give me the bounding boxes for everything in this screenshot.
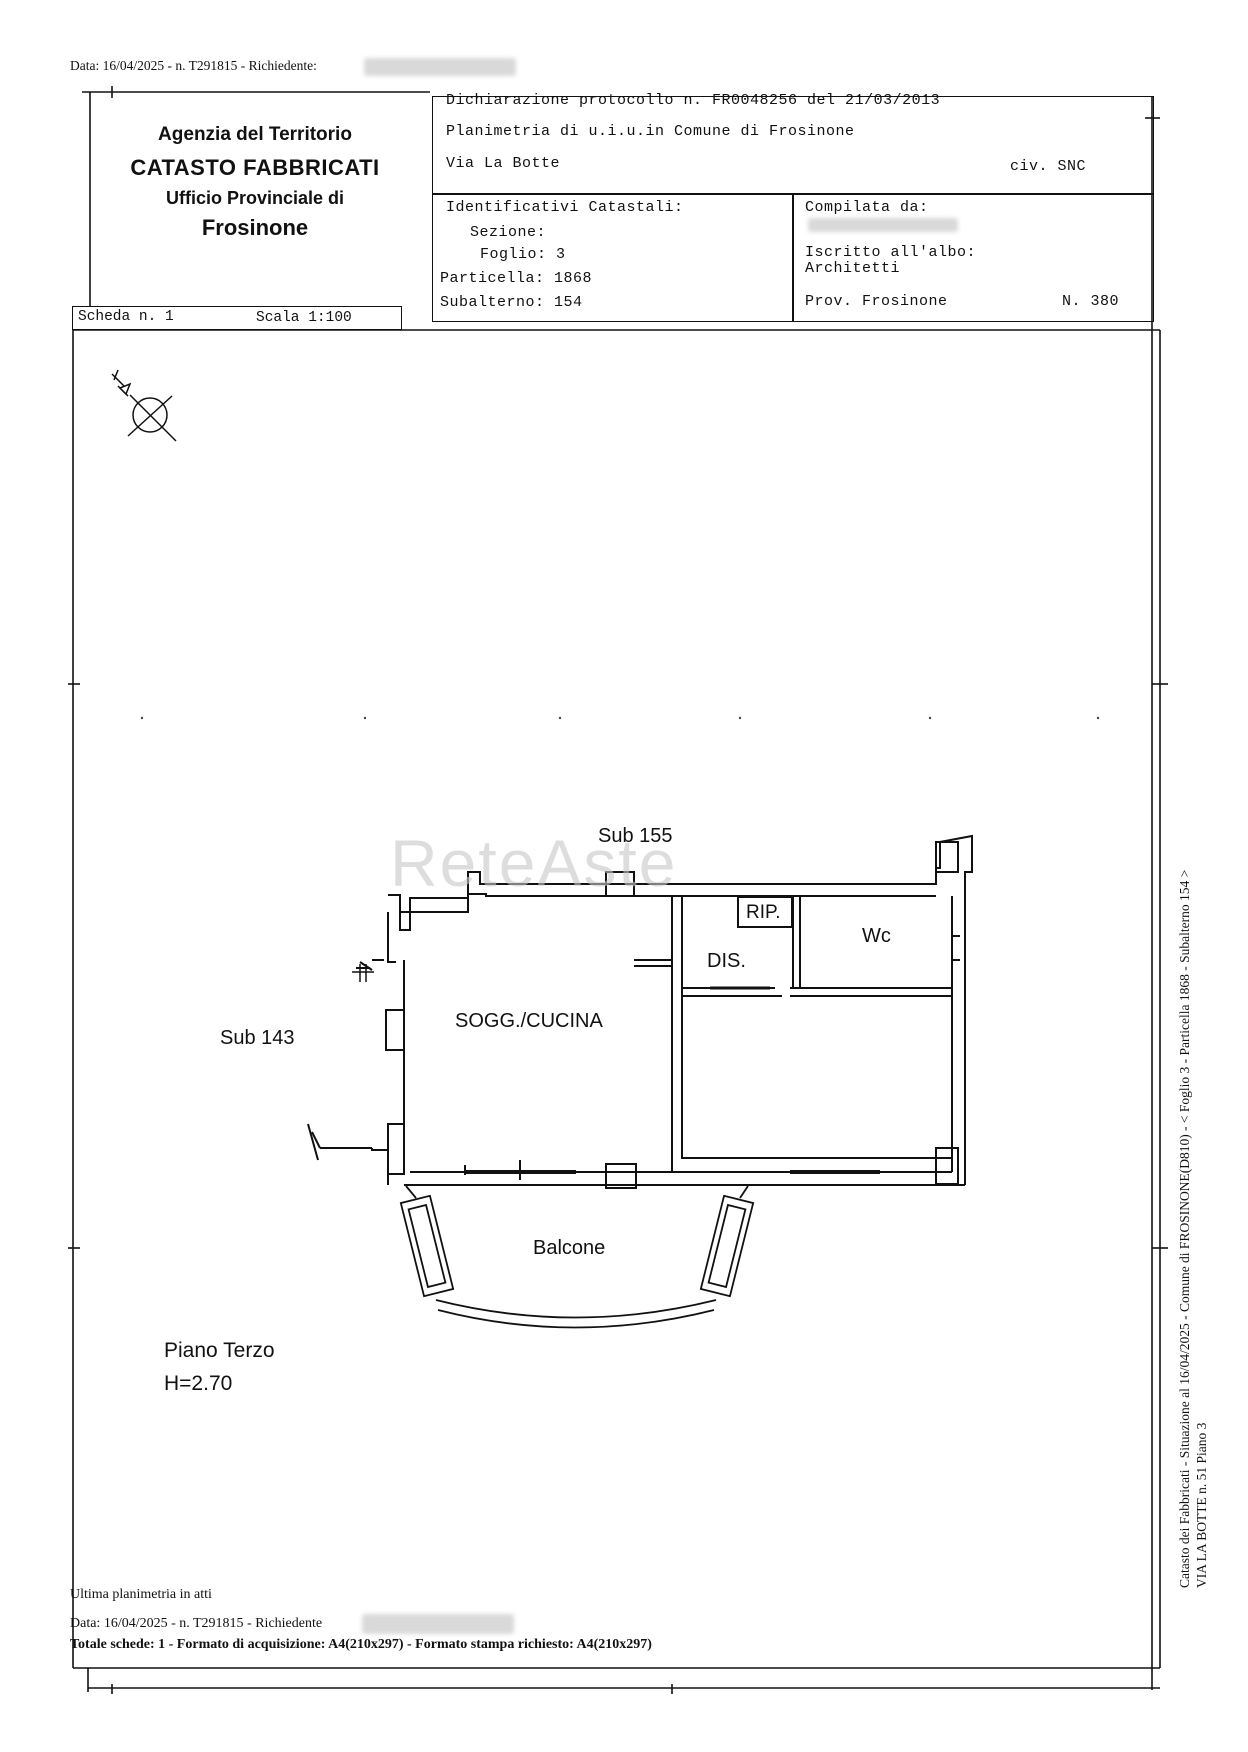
balcony-outline — [399, 1185, 755, 1329]
registration-number: N. 380 — [1062, 293, 1120, 310]
particella-value: Particella: 1868 — [440, 270, 593, 287]
declaration-box — [432, 96, 1154, 194]
office-label: Ufficio Provinciale di — [165, 188, 345, 208]
street-line: Via La Botte — [446, 155, 561, 172]
province-label: Prov. Frosinone — [805, 293, 948, 310]
entrance-symbol-icon — [352, 964, 374, 982]
scale-label: Scala 1:100 — [256, 310, 352, 326]
side-situation-text: Catasto dei Fabbricati - Situazione al 1… — [1177, 869, 1192, 1588]
subalterno-value: Subalterno: 154 — [440, 294, 583, 311]
identifiers-divider — [792, 194, 794, 321]
planimetry-line: Planimetria di u.i.u.in Comune di Frosin… — [446, 123, 855, 140]
label-living-kitchen: SOGG./CUCINA — [455, 1010, 603, 1032]
footer-request-line: Data: 16/04/2025 - n. T291815 - Richiede… — [70, 1616, 323, 1631]
floor-label: Piano Terzo — [164, 1339, 275, 1362]
redacted-requester — [364, 58, 516, 76]
sezione-label: Sezione: — [470, 224, 547, 241]
label-balcony: Balcone — [533, 1237, 606, 1259]
catasto-title: CATASTO FABBRICATI — [130, 155, 380, 180]
footer-totals: Totale schede: 1 - Formato di acquisizio… — [70, 1637, 652, 1652]
agency-name: Agenzia del Territorio — [158, 124, 352, 145]
label-sub-143: Sub 143 — [220, 1027, 295, 1049]
identifiers-title: Identificativi Catastali: — [446, 199, 684, 216]
protocol-line: Dichiarazione protocollo n. FR0048256 de… — [446, 92, 941, 109]
top-request-line: Data: 16/04/2025 - n. T291815 - Richiede… — [70, 58, 317, 73]
apartment-walls — [307, 834, 973, 1189]
albo-value: Architetti — [805, 260, 901, 277]
albo-label: Iscritto all'albo: — [805, 244, 977, 261]
footer-last-planimetry: Ultima planimetria in atti — [70, 1587, 212, 1602]
foglio-value: Foglio: 3 — [480, 246, 566, 263]
office-city: Frosinone — [201, 215, 309, 240]
label-sub-155: Sub 155 — [598, 825, 673, 847]
redacted-compiler — [808, 218, 958, 232]
footer-redacted-requester — [362, 1614, 514, 1634]
label-wc: Wc — [862, 925, 891, 947]
civic-number: civ. SNC — [1010, 158, 1087, 175]
compiler-title: Compilata da: — [805, 199, 929, 216]
label-rip: RIP. — [746, 902, 781, 923]
height-label: H=2.70 — [164, 1372, 233, 1395]
north-arrow-icon — [111, 369, 177, 442]
label-dis: DIS. — [707, 950, 746, 972]
scheda-number: Scheda n. 1 — [78, 309, 174, 325]
watermark: ReteAste — [390, 826, 678, 900]
side-address-text: VIA LA BOTTE n. 51 Piano 3 — [1194, 1422, 1209, 1588]
